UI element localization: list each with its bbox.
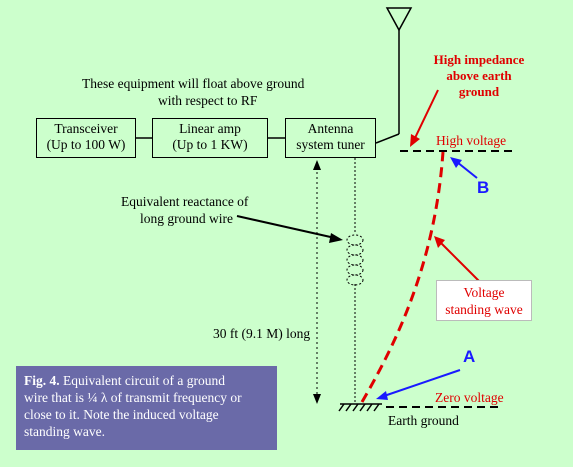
earth-ground-icon [338, 403, 382, 412]
length-label: 30 ft (9.1 M) long [213, 326, 311, 341]
high-impedance-label: High impedance above earth ground [423, 52, 535, 100]
point-b-label: B [477, 178, 490, 197]
caption-line4: standing wave. [24, 424, 105, 439]
voltage-wave-line1: Voltage [463, 285, 505, 300]
antenna-tuner-title: Antenna [307, 121, 354, 136]
point-b-arrow [456, 161, 478, 179]
transceiver-power: (Up to 100 W) [46, 137, 126, 152]
point-a-arrow-head [376, 391, 388, 400]
transceiver-title: Transceiver [54, 121, 118, 136]
high-impedance-arrow-head [410, 134, 420, 147]
reactance-arrow [236, 215, 336, 239]
voltage-wave-line2: standing wave [445, 302, 523, 317]
zero-voltage-label: Zero voltage [435, 390, 504, 405]
caption-line2: wire that is ¼ λ of transmit frequency o… [24, 390, 242, 405]
high-impedance-line3: ground [458, 84, 500, 99]
reactance-coil-icon [346, 234, 364, 286]
high-voltage-label: High voltage [436, 133, 507, 148]
caption-line1: Fig. 4. Equivalent circuit of a ground [24, 372, 269, 389]
float-note-line2: with respect to RF [158, 93, 258, 108]
caption-line3: close to it. Note the induced voltage [24, 407, 219, 422]
antenna-tuner-subtitle: system tuner [296, 137, 365, 152]
point-a-arrow [383, 369, 461, 397]
float-note-line1: These equipment will float above ground [82, 76, 305, 91]
point-b-arrow-head [450, 157, 462, 168]
antenna-icon [375, 7, 413, 144]
caption-fig-number: Fig. 4. [24, 373, 60, 388]
voltage-wave-arrow-head [434, 236, 445, 248]
reactance-arrow-head [329, 233, 343, 243]
figure-caption: Fig. 4. Equivalent circuit of a ground w… [16, 366, 277, 450]
voltage-wave-label: Voltage standing wave [436, 280, 532, 321]
high-impedance-line1: High impedance [433, 52, 525, 67]
length-arrow-bottom [313, 394, 321, 404]
earth-ground-label: Earth ground [388, 413, 459, 428]
point-a-label: A [463, 347, 476, 366]
reactance-label-line1: Equivalent reactance of [121, 194, 249, 209]
high-impedance-arrow [414, 89, 439, 139]
antenna-tuner-box: Antenna system tuner [285, 118, 376, 158]
linear-amp-box: Linear amp (Up to 1 KW) [152, 118, 268, 158]
linear-amp-title: Linear amp [179, 121, 241, 136]
reactance-label-line2: long ground wire [140, 211, 233, 226]
length-arrow-top [313, 160, 321, 170]
linear-amp-power: (Up to 1 KW) [172, 137, 248, 152]
standing-wave-curve [360, 151, 445, 403]
voltage-wave-arrow [439, 241, 481, 283]
transceiver-box: Transceiver (Up to 100 W) [36, 118, 136, 158]
caption-line1-text: Equivalent circuit of a ground [59, 373, 225, 388]
high-impedance-line2: above earth [446, 68, 512, 83]
